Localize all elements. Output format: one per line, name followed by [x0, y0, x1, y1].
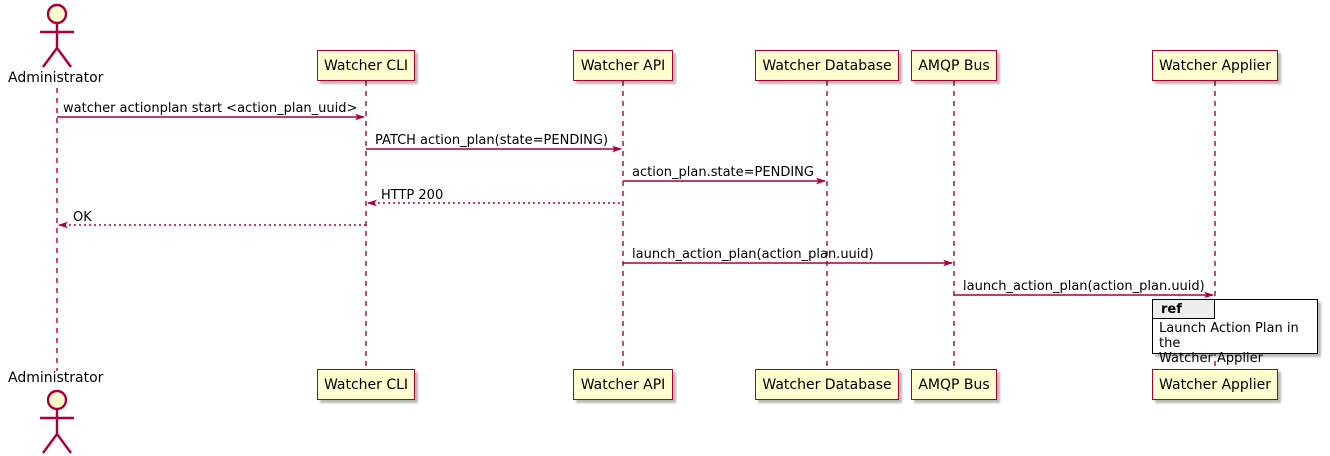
message-label-6: launch_action_plan(action_plan.uuid) — [632, 247, 874, 262]
participant-box-watcher-applier-top[interactable]: Watcher Applier — [1152, 50, 1278, 81]
actor-label-administrator-bottom: Administrator — [8, 370, 104, 386]
message-label-2: PATCH action_plan(state=PENDING) — [375, 133, 609, 148]
ref-fragment-tag: ref — [1153, 300, 1215, 319]
actor-label-administrator-top: Administrator — [8, 70, 104, 86]
message-label-3: action_plan.state=PENDING — [632, 165, 814, 180]
message-label-7: launch_action_plan(action_plan.uuid) — [963, 279, 1205, 294]
ref-fragment-text: Launch Action Plan in the Watcher Applie… — [1159, 321, 1299, 366]
lifelines — [56, 81, 1216, 371]
message-label-1: watcher actionplan start <action_plan_uu… — [63, 101, 358, 116]
message-label-4: HTTP 200 — [381, 188, 444, 203]
ref-fragment: ref Launch Action Plan in the Watcher Ap… — [1152, 299, 1318, 366]
participant-box-watcher-applier-bottom[interactable]: Watcher Applier — [1152, 369, 1278, 400]
participant-box-watcher-api-top[interactable]: Watcher API — [573, 50, 673, 81]
actor-figure-administrator-top — [40, 3, 74, 68]
participant-box-watcher-database-bottom[interactable]: Watcher Database — [755, 369, 899, 400]
participant-box-watcher-api-bottom[interactable]: Watcher API — [573, 369, 673, 400]
participant-box-watcher-cli-top[interactable]: Watcher CLI — [317, 50, 415, 81]
message-label-5: OK — [73, 210, 92, 225]
participant-box-amqp-bus-bottom[interactable]: AMQP Bus — [911, 369, 997, 400]
participant-box-watcher-database-top[interactable]: Watcher Database — [755, 50, 899, 81]
participant-box-amqp-bus-top[interactable]: AMQP Bus — [911, 50, 997, 81]
participant-box-watcher-cli-bottom[interactable]: Watcher CLI — [317, 369, 415, 400]
message-arrows — [57, 113, 1214, 299]
actor-figure-administrator-bottom — [40, 389, 74, 454]
